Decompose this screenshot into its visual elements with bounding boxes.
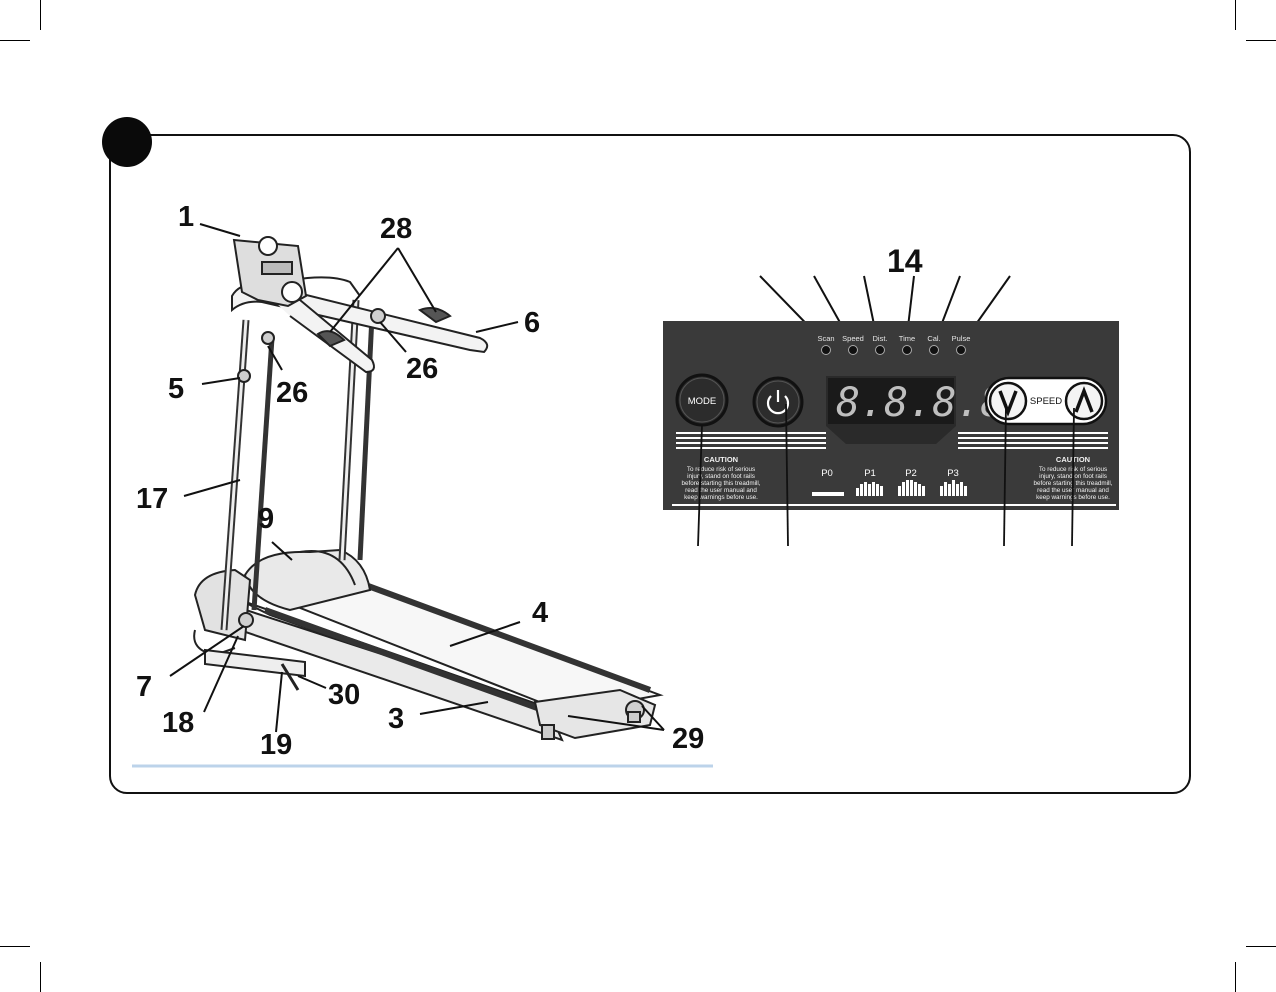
step-marker	[102, 117, 152, 167]
crop-mark	[1235, 0, 1236, 30]
chevron-down-icon	[998, 390, 1018, 417]
callout-26-left: 26	[276, 377, 308, 409]
decor-stripes	[672, 432, 1116, 506]
callout-5: 5	[168, 373, 184, 405]
indicator-speed: Speed	[842, 334, 864, 343]
callout-29: 29	[672, 723, 704, 755]
program-p2: P2	[905, 468, 917, 479]
chevron-up-icon	[1074, 386, 1094, 413]
svg-text:To reduce risk of serious: To reduce risk of serious	[687, 466, 755, 473]
callout-26-right: 26	[406, 353, 438, 385]
treadmill-illustration	[193, 236, 664, 742]
program-profiles: P0 P1 P2 P3	[812, 468, 967, 496]
led-display	[828, 378, 954, 424]
callout-28: 28	[380, 213, 412, 245]
power-button[interactable]	[752, 376, 804, 428]
button-leaders	[697, 403, 1075, 547]
indicator-row: Scan Speed Dist. Time Cal. Pulse	[817, 334, 970, 355]
indicator-time: Time	[899, 334, 915, 343]
callout-17: 17	[136, 483, 168, 515]
callout-4: 4	[532, 597, 548, 629]
crop-mark	[40, 0, 41, 30]
speed-up-button[interactable]	[1064, 381, 1104, 421]
crop-mark	[0, 40, 30, 41]
svg-text:CAUTION: CAUTION	[704, 455, 738, 464]
program-p0: P0	[821, 468, 833, 479]
speed-down-button[interactable]	[988, 381, 1028, 421]
svg-text:read the user manual and: read the user manual and	[685, 487, 757, 494]
crop-mark	[1246, 40, 1276, 41]
callout-19: 19	[260, 729, 292, 761]
svg-text:keep warnings before use.: keep warnings before use.	[684, 494, 758, 501]
indicator-calories: Cal.	[927, 334, 940, 343]
figure-frame	[109, 134, 1191, 794]
callout-30: 30	[328, 679, 360, 711]
callout-9: 9	[258, 503, 274, 535]
crop-mark	[0, 946, 30, 947]
callout-14: 14	[887, 243, 923, 279]
mode-button-label: MODE	[688, 396, 717, 407]
crop-mark	[40, 962, 41, 992]
indicator-distance: Dist.	[873, 334, 888, 343]
callout-6: 6	[524, 307, 540, 339]
crop-mark	[1246, 946, 1276, 947]
callout-7: 7	[136, 671, 152, 703]
power-icon	[766, 395, 790, 415]
svg-text:injury, stand on foot rails: injury, stand on foot rails	[687, 473, 755, 480]
caution-left: CAUTION To reduce risk of serious injury…	[681, 455, 760, 501]
indicator-scan: Scan	[817, 334, 834, 343]
leader-lines	[169, 223, 665, 733]
mode-button[interactable]: MODE	[675, 373, 729, 427]
crop-mark	[1235, 962, 1236, 992]
callout-3: 3	[388, 703, 404, 735]
indicator-pulse: Pulse	[952, 334, 971, 343]
speed-label: SPEED	[1030, 396, 1062, 407]
svg-text:before starting this treadmill: before starting this treadmill,	[681, 480, 760, 487]
callout-18: 18	[162, 707, 194, 739]
callout-1: 1	[178, 201, 194, 233]
program-p1: P1	[864, 468, 876, 479]
program-p3: P3	[947, 468, 959, 479]
